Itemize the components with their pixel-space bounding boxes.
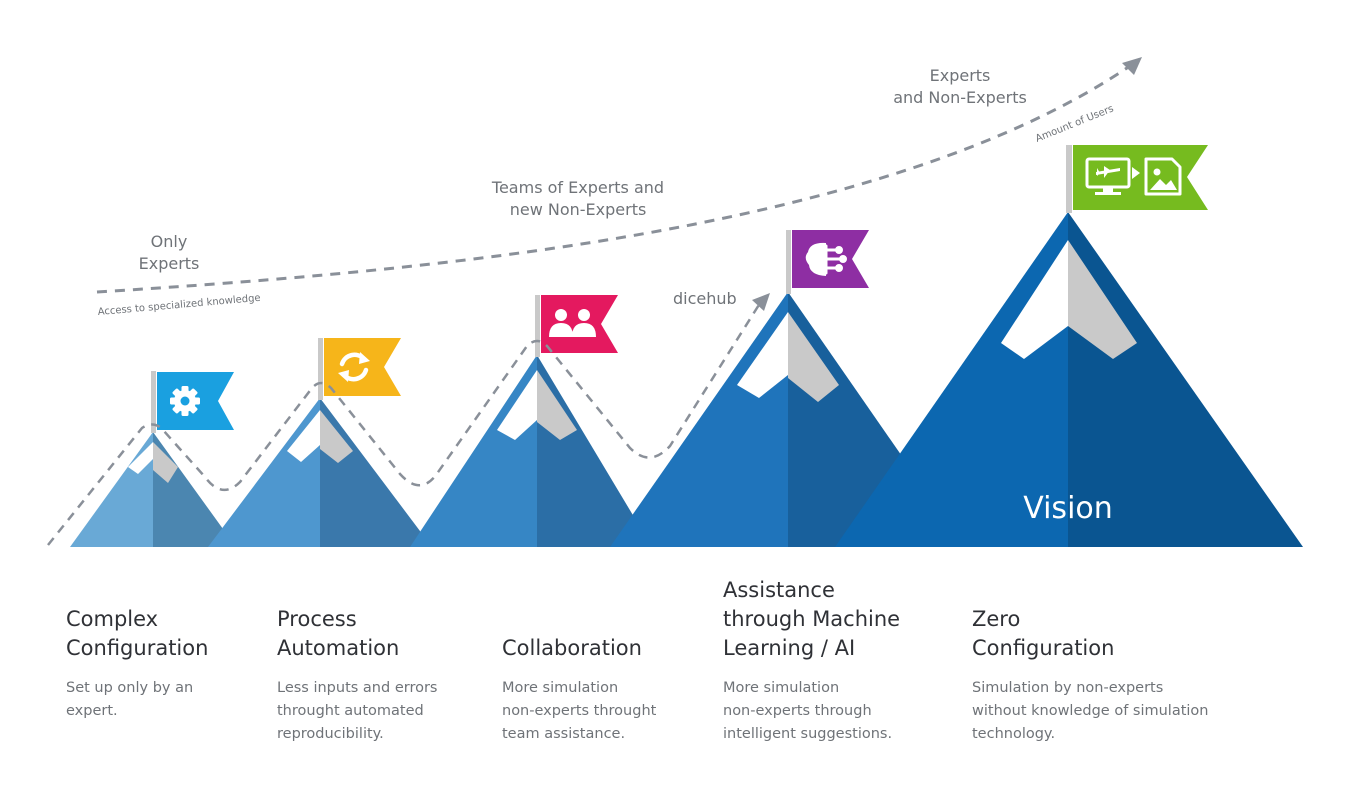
mountain-5	[835, 212, 1303, 547]
mountain-2-dark-face	[320, 398, 432, 547]
stage-title: Assistance through Machine Learning / AI	[723, 578, 901, 660]
simulation-to-image-icon	[1085, 157, 1182, 196]
mountain-1-snow-shadow	[153, 442, 178, 483]
axis-label-access: Access to specialized knowledge	[97, 293, 261, 318]
label-only-experts-line-1: Only	[151, 232, 188, 251]
brain-icon	[805, 242, 847, 276]
team-icon	[549, 309, 596, 337]
flag-2	[318, 338, 401, 400]
mountain-3-dark-face	[537, 355, 652, 547]
mountain-3	[410, 355, 652, 547]
mountain-2-snow	[287, 410, 320, 462]
label-experts-nonexperts-line-1: Experts	[930, 66, 991, 85]
mountain-5-dark-face	[1068, 212, 1303, 547]
flag-5-banner	[1073, 145, 1208, 210]
mountain-3-snow-shadow	[537, 370, 577, 440]
flag-2-banner	[324, 338, 401, 396]
stage-description: More simulation non-experts through inte…	[723, 680, 893, 742]
stage-machine-learning: Assistance through Machine Learning / AI…	[723, 576, 900, 746]
stage-collaboration: Collaboration More simulation non-expert…	[502, 634, 656, 746]
flag-1-pole	[151, 371, 156, 433]
mountain-5-light-face	[835, 212, 1068, 547]
mountain-1-light-face	[70, 432, 153, 547]
trend-arrow-head	[1122, 57, 1142, 75]
flag-2-pole	[318, 338, 323, 400]
gear-icon	[170, 386, 200, 416]
axis-label-users: Amount of Users	[1034, 103, 1115, 144]
label-teams-line-2: new Non-Experts	[510, 200, 647, 219]
label-only-experts-line-2: Experts	[139, 254, 200, 273]
mountain-1-snow	[128, 442, 153, 474]
flag-3-pole	[535, 295, 540, 357]
mountain-2	[208, 398, 432, 547]
label-experts-nonexperts-line-2: and Non-Experts	[893, 88, 1027, 107]
flag-5	[1066, 145, 1208, 213]
label-teams-line-1: Teams of Experts and	[491, 178, 664, 197]
mountain-2-snow-shadow	[320, 410, 353, 463]
flag-4	[786, 230, 869, 294]
mountain-3-snow	[497, 370, 537, 440]
mountain-1-dark-face	[153, 432, 236, 547]
stage-title: Complex Configuration	[66, 607, 209, 660]
mountain-1	[70, 432, 236, 547]
flag-3	[535, 295, 618, 357]
stage-complex-configuration: Complex Configuration Set up only by an …	[66, 605, 208, 723]
mountain-4-snow-shadow	[788, 312, 839, 402]
vision-label: Vision	[1023, 491, 1113, 526]
refresh-icon	[338, 352, 370, 382]
mountain-2-light-face	[208, 398, 320, 547]
mountain-5-snow	[1001, 240, 1068, 359]
progress-arrow-head	[752, 293, 770, 311]
stage-description: Set up only by an expert.	[66, 680, 194, 719]
stage-title: Process Automation	[277, 607, 400, 660]
stage-process-automation: Process Automation Less inputs and error…	[277, 605, 437, 746]
mountain-5-snow-shadow	[1068, 240, 1137, 359]
mountain-4-snow	[737, 312, 788, 398]
stage-title: Collaboration	[502, 636, 642, 660]
flag-5-pole	[1066, 145, 1072, 213]
flag-4-pole	[786, 230, 791, 294]
label-dicehub: dicehub	[673, 289, 737, 308]
trend-curve	[96, 64, 1131, 294]
mountain-3-light-face	[410, 355, 537, 547]
stage-title: Zero Configuration	[972, 607, 1115, 660]
flag-1	[151, 371, 234, 433]
stage-description: Less inputs and errors throught automate…	[277, 680, 438, 742]
mountain-4-light-face	[610, 292, 788, 547]
stage-description: More simulation non-experts throught tea…	[502, 680, 657, 742]
stage-zero-configuration: Zero Configuration Simulation by non-exp…	[972, 605, 1209, 746]
progress-path	[47, 299, 764, 546]
stage-description: Simulation by non-experts without knowle…	[972, 680, 1209, 742]
